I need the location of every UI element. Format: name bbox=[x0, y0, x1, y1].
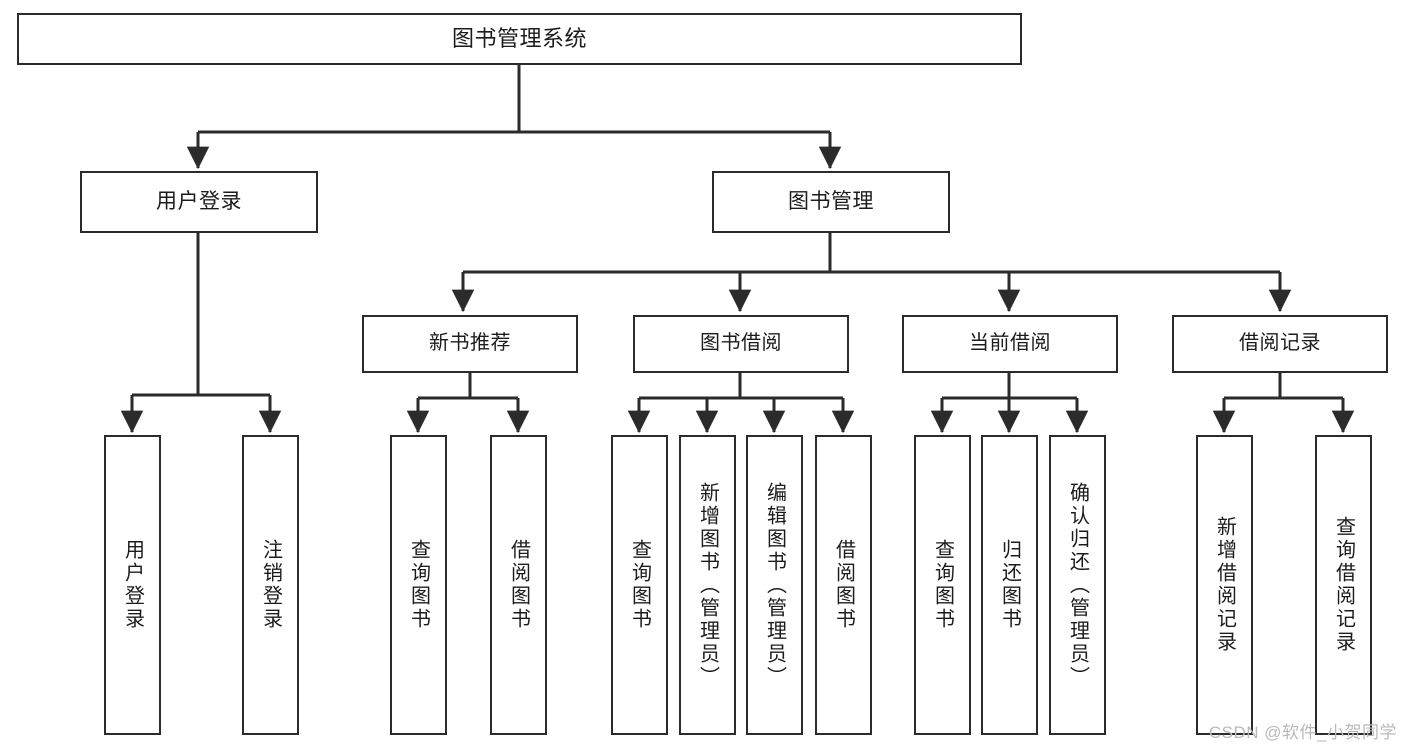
node-label: 图书借阅 bbox=[700, 332, 782, 355]
node-book-borrow[interactable]: 图书借阅 bbox=[633, 315, 849, 373]
leaf-query-borrow-record[interactable]: 查询借阅记录 bbox=[1315, 435, 1372, 735]
node-label: 注销登录 bbox=[259, 539, 282, 631]
node-label: 新增借阅记录 bbox=[1213, 516, 1236, 654]
leaf-logout[interactable]: 注销登录 bbox=[242, 435, 299, 735]
leaf-add-borrow-record[interactable]: 新增借阅记录 bbox=[1196, 435, 1253, 735]
node-label: 查询图书 bbox=[628, 539, 651, 631]
node-label: 新书推荐 bbox=[429, 332, 511, 355]
watermark: CSDN @软件_小贺同学 bbox=[1208, 723, 1397, 742]
node-new-book-recommend[interactable]: 新书推荐 bbox=[362, 315, 578, 373]
node-user-login[interactable]: 用户登录 bbox=[80, 171, 318, 233]
leaf-edit-book-admin[interactable]: 编辑图书（管理员） bbox=[746, 435, 803, 735]
node-label: 借阅图书 bbox=[507, 539, 530, 631]
node-label: 查询图书 bbox=[931, 539, 954, 631]
node-label: 编辑图书（管理员） bbox=[763, 481, 786, 689]
node-label: 用户登录 bbox=[121, 539, 144, 631]
leaf-query-book-borrow[interactable]: 查询图书 bbox=[611, 435, 668, 735]
leaf-borrow-book[interactable]: 借阅图书 bbox=[815, 435, 872, 735]
leaf-user-login[interactable]: 用户登录 bbox=[104, 435, 161, 735]
node-label: 归还图书 bbox=[998, 539, 1021, 631]
node-label: 查询图书 bbox=[407, 539, 430, 631]
leaf-return-book[interactable]: 归还图书 bbox=[981, 435, 1038, 735]
node-book-management[interactable]: 图书管理 bbox=[712, 171, 950, 233]
leaf-confirm-return-admin[interactable]: 确认归还（管理员） bbox=[1049, 435, 1106, 735]
leaf-query-book-recommend[interactable]: 查询图书 bbox=[390, 435, 447, 735]
node-label: 新增图书（管理员） bbox=[696, 481, 719, 689]
node-current-borrow[interactable]: 当前借阅 bbox=[902, 315, 1118, 373]
leaf-add-book-admin[interactable]: 新增图书（管理员） bbox=[679, 435, 736, 735]
leaf-borrow-book-recommend[interactable]: 借阅图书 bbox=[490, 435, 547, 735]
node-label: 查询借阅记录 bbox=[1332, 516, 1355, 654]
node-borrow-record[interactable]: 借阅记录 bbox=[1172, 315, 1388, 373]
node-label: 借阅图书 bbox=[832, 539, 855, 631]
leaf-query-book-current[interactable]: 查询图书 bbox=[914, 435, 971, 735]
node-root-book-management-system[interactable]: 图书管理系统 bbox=[17, 13, 1022, 65]
node-label: 图书管理 bbox=[788, 189, 874, 213]
node-label: 当前借阅 bbox=[969, 332, 1051, 355]
node-label: 借阅记录 bbox=[1239, 332, 1321, 355]
node-label: 用户登录 bbox=[156, 189, 242, 213]
node-label: 图书管理系统 bbox=[451, 26, 587, 52]
node-label: 确认归还（管理员） bbox=[1066, 481, 1089, 689]
